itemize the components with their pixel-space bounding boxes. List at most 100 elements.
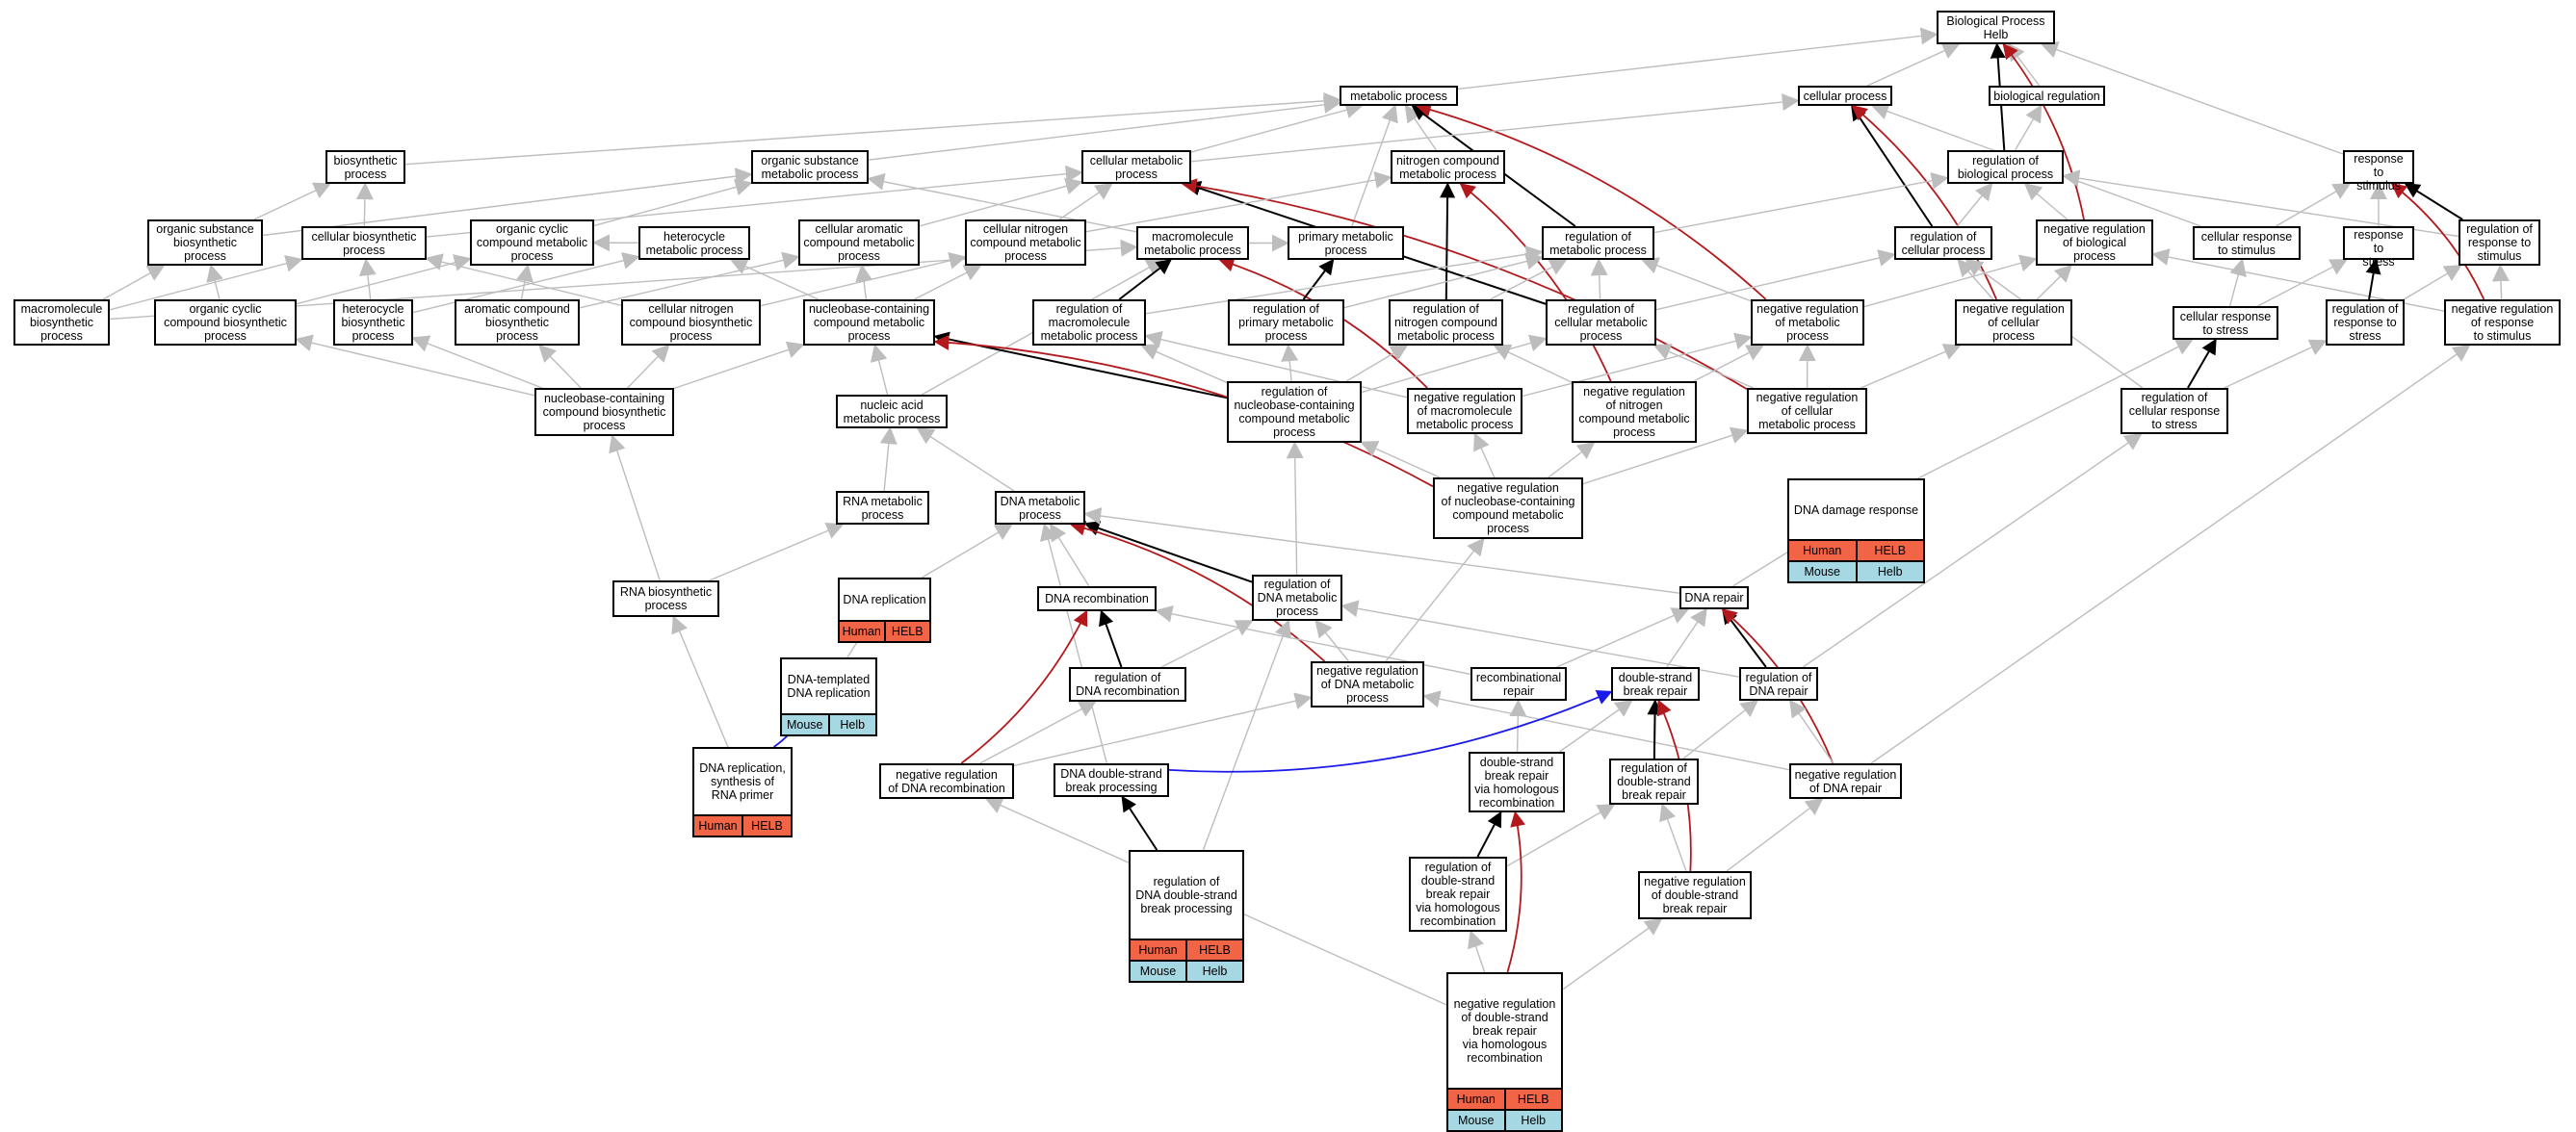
go-term-recomb-repair[interactable]: recombinational repair: [1470, 667, 1567, 701]
go-term-neg-reg-cell-met[interactable]: negative regulation of cellular metaboli…: [1747, 388, 1867, 434]
go-term-dsb-repair[interactable]: double-strand break repair: [1611, 667, 1700, 701]
go-term-label: organic cyclic compound biosynthetic pro…: [156, 301, 295, 344]
go-term-neg-reg-dsb-repair[interactable]: negative regulation of double-strand bre…: [1638, 871, 1752, 919]
go-term-reg-resp-stim[interactable]: regulation of response to stimulus: [2459, 219, 2540, 266]
go-term-dna-dsb-proc[interactable]: DNA double-strand break processing: [1054, 763, 1169, 797]
edge-is_a-org_sub_bio-to-biosynthetic: [254, 184, 329, 219]
go-term-reg-dna-recomb[interactable]: regulation of DNA recombination: [1069, 667, 1186, 702]
edge-is_a-nuc_bio-to-cell_nitro_bio: [628, 346, 669, 388]
go-term-nuc-bio[interactable]: nucleobase-containing compound biosynthe…: [534, 388, 674, 436]
species-cell: Human: [1131, 940, 1185, 960]
go-term-cell-met[interactable]: cellular metabolic process: [1081, 150, 1191, 184]
go-term-reg-dsb-repair-hr[interactable]: regulation of double-strand break repair…: [1409, 857, 1507, 932]
go-term-label: cellular nitrogen compound metabolic pro…: [967, 221, 1084, 264]
go-term-cell-nitro-met[interactable]: cellular nitrogen compound metabolic pro…: [965, 219, 1086, 266]
go-term-het-bio[interactable]: heterocycle biosynthetic process: [333, 299, 413, 346]
go-term-dna-met[interactable]: DNA metabolic process: [995, 491, 1085, 525]
go-term-label: regulation of nitrogen compound metaboli…: [1391, 301, 1501, 344]
go-term-macro-met[interactable]: macromolecule metabolic process: [1136, 226, 1249, 260]
go-term-nuc-met[interactable]: nucleobase-containing compound metabolic…: [803, 299, 935, 346]
go-term-label: regulation of cellular response to stres…: [2122, 390, 2226, 432]
edge-pos-reg_prim_met-to-prim_met: [1304, 260, 1334, 299]
edge-is_a-dna_recomb-to-dna_met: [1051, 525, 1089, 586]
go-term-cell-bio[interactable]: cellular biosynthetic process: [301, 226, 427, 260]
edge-is_a-reg_dna_met-to-reg_nuc_met: [1294, 443, 1296, 575]
go-term-label: DNA double-strand break processing: [1055, 765, 1167, 795]
go-term-label: nitrogen compound metabolic process: [1392, 152, 1503, 182]
go-term-label: cellular response to stimulus: [2195, 228, 2299, 258]
go-term-bio-reg[interactable]: biological regulation: [1989, 86, 2105, 106]
go-term-label: negative regulation of nitrogen compound…: [1574, 383, 1695, 441]
go-term-label: organic substance metabolic process: [753, 152, 867, 182]
go-term-label: response to stimulus: [2345, 152, 2412, 193]
go-term-neg-reg-bio[interactable]: negative regulation of biological proces…: [2036, 219, 2153, 266]
edge-is_a-reg_bio-to-bio_reg: [2016, 106, 2042, 150]
go-term-reg-cell-resp-stress[interactable]: regulation of cellular response to stres…: [2121, 388, 2228, 434]
go-term-biosynthetic[interactable]: biosynthetic process: [325, 150, 405, 184]
edge-is_a-metabolic-to-bp: [1458, 35, 1937, 90]
go-term-reg-cell-met[interactable]: regulation of cellular metabolic process: [1546, 299, 1656, 346]
go-term-neg-reg-dsb-repair-hr[interactable]: negative regulation of double-strand bre…: [1446, 972, 1563, 1132]
go-term-nucleic-met[interactable]: nucleic acid metabolic process: [836, 395, 948, 428]
go-term-neg-reg-dna-met[interactable]: negative regulation of DNA metabolic pro…: [1311, 661, 1424, 708]
go-term-label: cellular process: [1800, 88, 1890, 104]
go-term-label: negative regulation of DNA metabolic pro…: [1313, 663, 1422, 706]
go-term-org-sub-met[interactable]: organic substance metabolic process: [751, 150, 869, 184]
go-term-dna-recomb[interactable]: DNA recombination: [1037, 586, 1157, 611]
go-term-reg-cell-proc[interactable]: regulation of cellular process: [1894, 226, 1992, 260]
go-term-neg-reg-dna-recomb[interactable]: negative regulation of DNA recombination: [879, 763, 1014, 799]
go-term-reg-dsb-repair[interactable]: regulation of double-strand break repair: [1609, 759, 1699, 805]
go-term-org-sub-bio[interactable]: organic substance biosynthetic process: [147, 219, 263, 266]
go-term-neg-reg-resp-stim[interactable]: negative regulation of response to stimu…: [2444, 299, 2561, 346]
go-term-nitro-met[interactable]: nitrogen compound metabolic process: [1391, 150, 1505, 184]
edge-is_a-nuc_met-to-cell_nitro_met: [914, 266, 980, 299]
go-term-resp-stress[interactable]: response to stress: [2343, 226, 2414, 260]
go-term-neg-reg-cell-proc[interactable]: negative regulation of cellular process: [1955, 299, 2072, 346]
edge-is_a-dna_repair-to-dna_met: [1085, 514, 1679, 593]
edge-is_a-cell_resp_stress-to-cell_resp_stim: [2230, 260, 2243, 306]
go-term-label: negative regulation of biological proces…: [2038, 221, 2151, 264]
go-term-aro-bio[interactable]: aromatic compound biosynthetic process: [455, 299, 580, 346]
go-term-metabolic[interactable]: metabolic process: [1340, 86, 1458, 106]
go-term-dna-repl-rna-primer[interactable]: DNA replication, synthesis of RNA primer…: [692, 747, 793, 837]
go-term-org-cyc-bio[interactable]: organic cyclic compound biosynthetic pro…: [154, 299, 297, 346]
go-term-label: biosynthetic process: [327, 152, 403, 182]
go-term-dna-repair[interactable]: DNA repair: [1679, 586, 1749, 609]
edge-is_a-neg_reg_nuc_met-to-reg_nuc_met: [1362, 443, 1440, 477]
go-term-neg-reg-macro-met[interactable]: negative regulation of macromolecule met…: [1407, 388, 1522, 434]
go-term-reg-dna-repair[interactable]: regulation of DNA repair: [1739, 667, 1818, 701]
edge-is_a-reg_cell_proc-to-reg_bio: [1957, 184, 1991, 226]
go-term-reg-resp-stress[interactable]: regulation of response to stress: [2326, 299, 2405, 346]
go-term-neg-reg-met[interactable]: negative regulation of metabolic process: [1751, 299, 1864, 346]
go-term-reg-bio[interactable]: regulation of biological process: [1947, 150, 2064, 184]
go-term-cell-nitro-bio[interactable]: cellular nitrogen compound biosynthetic …: [621, 299, 761, 346]
go-term-macro-bio[interactable]: macromolecule biosynthetic process: [13, 299, 110, 346]
go-term-cell-resp-stress[interactable]: cellular response to stress: [2173, 306, 2278, 340]
go-term-cellular-process[interactable]: cellular process: [1798, 86, 1892, 106]
go-term-rna-met[interactable]: RNA metabolic process: [836, 491, 929, 525]
go-term-org-cyc-met[interactable]: organic cyclic compound metabolic proces…: [470, 219, 594, 266]
go-term-reg-dna-dsb-proc[interactable]: regulation of DNA double-strand break pr…: [1129, 850, 1244, 983]
go-term-reg-dna-met[interactable]: regulation of DNA metabolic process: [1252, 575, 1342, 621]
go-term-resp-stim[interactable]: response to stimulus: [2343, 150, 2414, 184]
go-term-neg-reg-dna-repair[interactable]: negative regulation of DNA repair: [1789, 763, 1902, 799]
go-term-cell-resp-stim[interactable]: cellular response to stimulus: [2193, 226, 2301, 260]
go-term-rna-bio[interactable]: RNA biosynthetic process: [612, 580, 719, 617]
go-term-reg-macro-met[interactable]: regulation of macromolecule metabolic pr…: [1032, 299, 1146, 346]
go-term-bp[interactable]: Biological Process Helb: [1937, 11, 2055, 44]
go-term-reg-nuc-met[interactable]: regulation of nucleobase-containing comp…: [1227, 381, 1362, 443]
go-term-cell-aro-met[interactable]: cellular aromatic compound metabolic pro…: [798, 219, 920, 266]
go-term-prim-met[interactable]: primary metabolic process: [1288, 226, 1404, 260]
edge-is_a-neg_reg_met-to-reg_met: [1643, 260, 1751, 301]
go-term-reg-nitro-met[interactable]: regulation of nitrogen compound metaboli…: [1389, 299, 1503, 346]
go-term-het-met[interactable]: heterocycle metabolic process: [638, 226, 750, 260]
go-term-reg-prim-met[interactable]: regulation of primary metabolic process: [1228, 299, 1344, 346]
go-term-reg-met[interactable]: regulation of metabolic process: [1542, 226, 1654, 260]
go-term-neg-reg-nitro-met[interactable]: negative regulation of nitrogen compound…: [1572, 381, 1697, 443]
go-term-neg-reg-nuc-met[interactable]: negative regulation of nucleobase-contai…: [1433, 477, 1583, 539]
go-term-dsb-repair-hr[interactable]: double-strand break repair via homologou…: [1469, 752, 1565, 812]
